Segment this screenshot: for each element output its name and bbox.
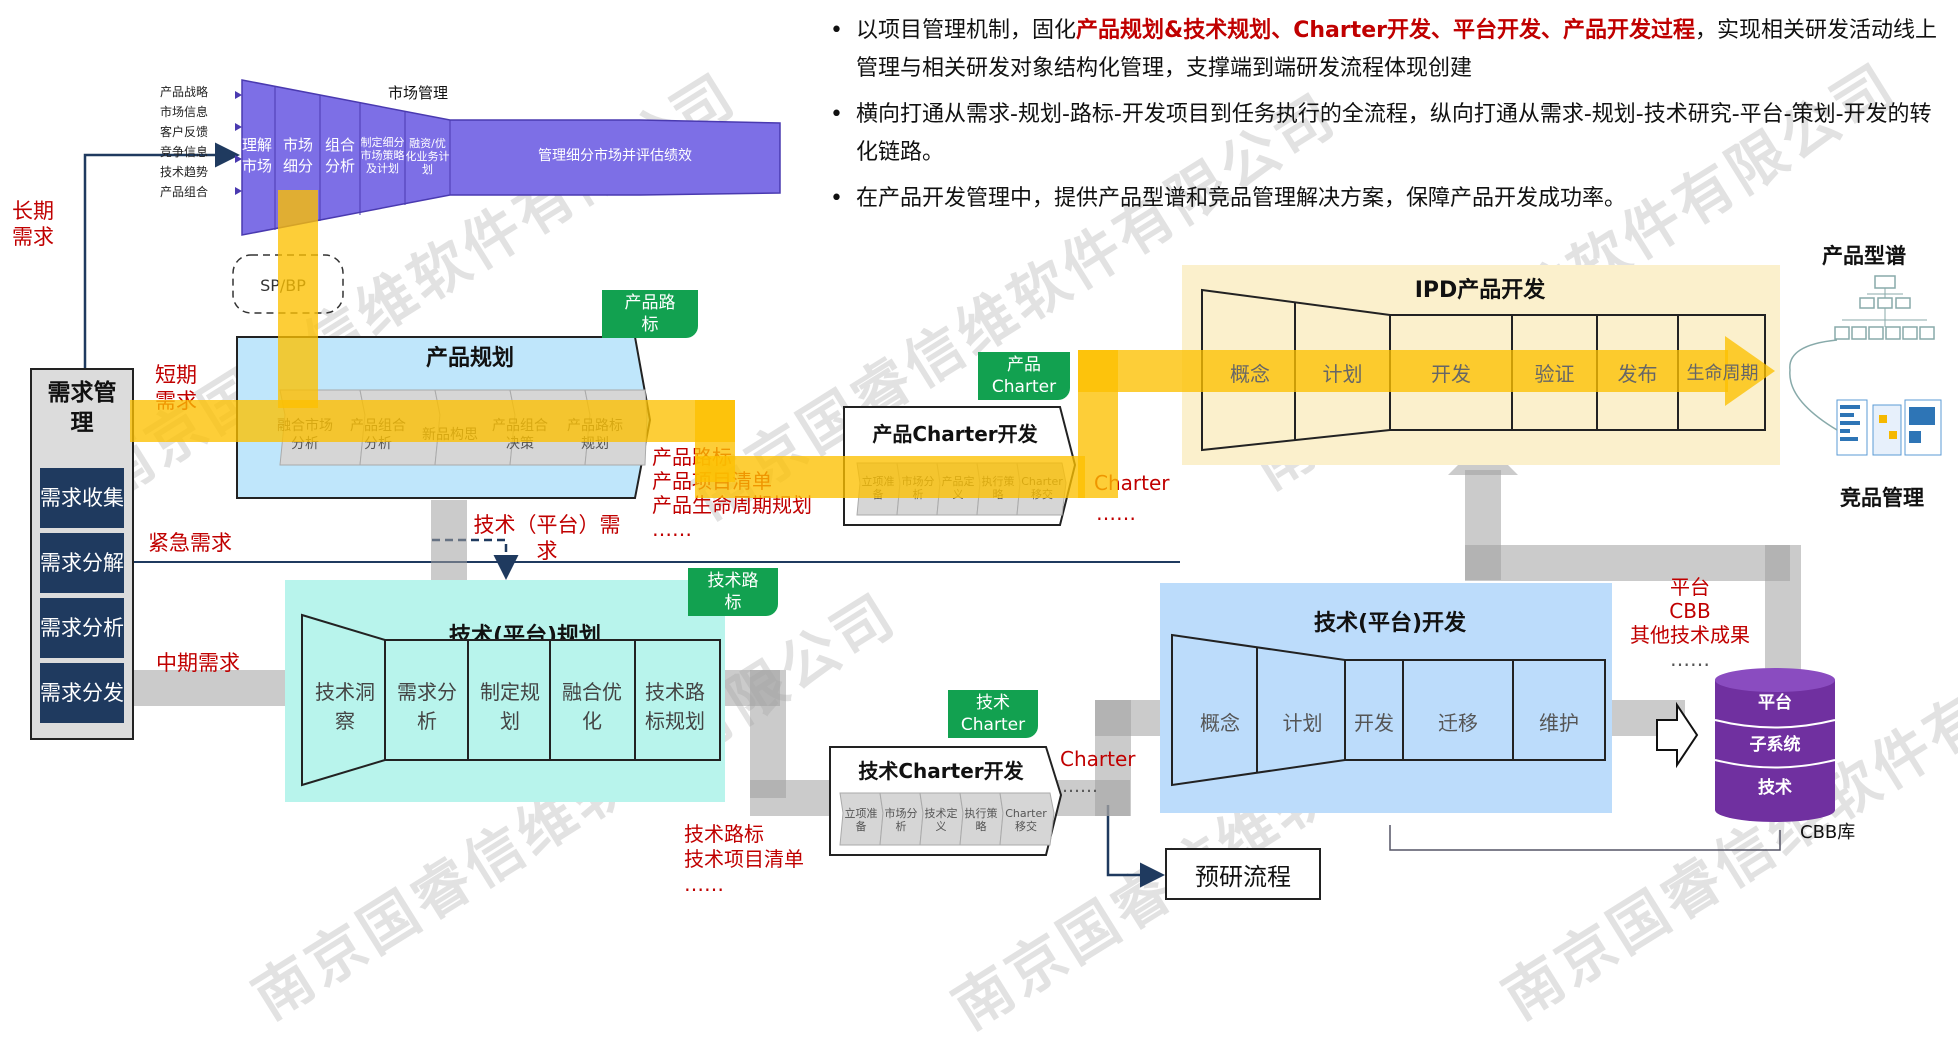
competitor-icon [1836,399,1942,456]
product-spectrum-label: 产品型谱 [1822,244,1906,268]
ipd-phase: 验证 [1534,361,1575,386]
tp-step: 需求分析 [397,680,457,733]
tp-step: 制定规划 [480,680,540,733]
mid-demand-label: 中期需求 [156,651,240,675]
competitor-label: 竞品管理 [1840,486,1924,510]
tc-step: Charter移交 [1005,807,1047,833]
tp-step: 技术洞察 [315,680,375,733]
market-step: 组合分析 [324,136,355,175]
cbb-layer: 平台 [1758,692,1792,713]
ipd-phase: 开发 [1431,361,1471,386]
market-step: 融资/优化业务计划 [405,136,450,176]
ipd-phase: 计划 [1322,361,1363,386]
yellow-flow [130,190,1775,498]
product-roadmap-tag: 产品路标 [602,290,698,338]
ipd-phase: 生命周期 [1686,363,1759,384]
demand-item: 需求分析 [40,598,124,658]
tech-charter-box [829,746,1063,856]
product-charter-title: 产品Charter开发 [872,422,1038,446]
product-planning-title: 产品规划 [425,346,514,371]
ipd-phase: 发布 [1617,361,1658,386]
ipd-title: IPD产品开发 [1414,278,1546,303]
bullet-item: 横向打通从需求-规划-路标-开发项目到任务执行的全流程，纵向打通从需求-规划-技… [830,96,1940,172]
connector-layer [83,142,1781,888]
tc-step: 市场分析 [884,807,918,833]
cbb-database-icon [1714,668,1836,822]
bullet-list: 以项目管理机制，固化产品规划&技术规划、Charter开发、平台开发、产品开发过… [830,12,1940,226]
long-demand-label: 长期需求 [12,199,54,249]
tc-dots: …… [1062,776,1098,797]
pc-dots: …… [1096,501,1136,525]
market-step: 市场细分 [282,136,313,175]
demand-item: 需求分发 [40,663,124,723]
demand-title: 需求管理 [47,380,117,436]
org-chart-icon [1834,275,1935,340]
market-step: 理解市场 [242,136,273,175]
demand-item: 需求分解 [40,533,124,593]
product-charter-tag: 产品Charter [978,352,1070,400]
tech-demand-label: 技术（平台）需求 [473,513,621,563]
tech-charter-tag: 技术Charter [948,690,1038,738]
cbb-layer: 技术 [1758,777,1792,798]
tc-output: Charter [1060,747,1136,771]
tech-planning-funnel [301,613,721,787]
td-phase: 维护 [1539,710,1579,735]
cbb-arrow-icon [1656,701,1699,769]
bullet-item: 以项目管理机制，固化产品规划&技术规划、Charter开发、平台开发、产品开发过… [830,12,1940,88]
tc-step: 技术定义 [924,807,958,833]
tp-step: 融合优化 [562,680,622,733]
tech-dev-title: 技术(平台)开发 [1313,611,1467,636]
tech-roadmap-tag: 技术路标 [688,568,778,616]
tc-step: 执行策略 [964,807,998,833]
cbb-label: CBB库 [1800,822,1856,843]
bracket-connector [1789,339,1838,431]
cbb-layer: 子系统 [1749,734,1801,755]
td-phase: 开发 [1354,710,1394,735]
market-step: 制定细分市场策略及计划 [360,135,405,175]
tech-charter-title: 技术Charter开发 [858,759,1024,783]
td-phase: 概念 [1200,710,1240,735]
market-inputs: 产品战略市场信息客户反馈 竞争信息技术趋势产品组合 [160,85,209,199]
td-phase: 计划 [1282,710,1323,735]
td-phase: 迁移 [1438,710,1478,735]
research-box: 预研流程 [1165,848,1321,900]
demand-item: 需求收集 [40,468,124,528]
tp-step: 技术路标规划 [645,680,705,733]
tc-step: 立项准备 [844,807,878,833]
ipd-phase: 概念 [1230,361,1270,386]
market-title: 市场管理 [388,84,449,102]
bullet-item: 在产品开发管理中，提供产品型谱和竞品管理解决方案，保障产品开发成功率。 [830,180,1940,218]
market-step: 管理细分市场并评估绩效 [538,148,692,164]
urgent-demand-label: 紧急需求 [148,531,232,555]
tp-outputs: 技术路标技术项目清单…… [684,822,804,896]
tech-dev-funnel [1171,633,1606,787]
